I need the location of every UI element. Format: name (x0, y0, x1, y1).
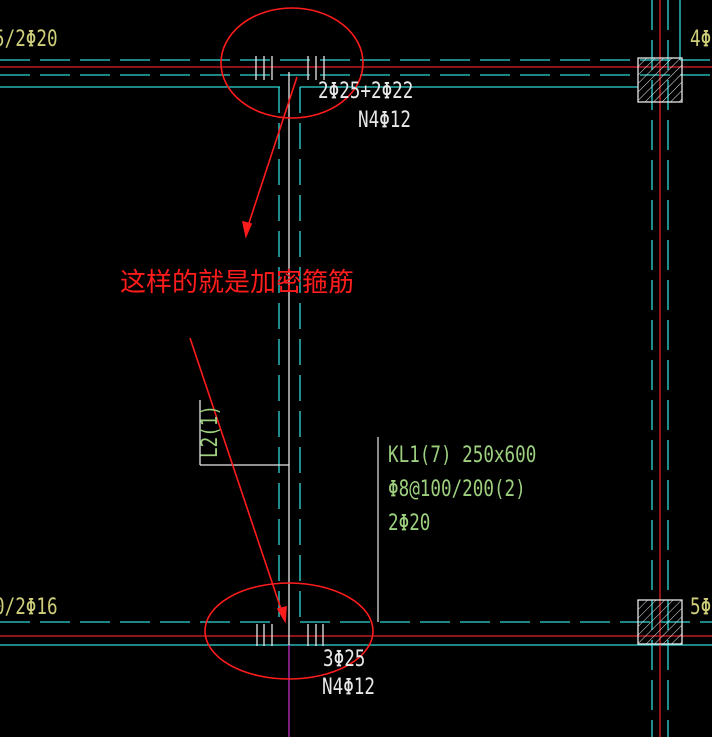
bottom-left-rebar-label: 0/2Φ16 (0, 595, 58, 620)
beam-l2-label: L2(1) (198, 405, 223, 458)
top-right-rebar-label: 4Φ (690, 27, 712, 52)
top-ellipse (220, 7, 364, 119)
top-beam-side-rebar: N4Φ12 (358, 108, 411, 133)
top-left-rebar-label: 5/2Φ20 (0, 27, 58, 52)
middle-vertical-beam (199, 72, 301, 737)
annotation-text: 这样的就是加密箍筋 (120, 268, 355, 298)
kl1-top-rebar-label: 2Φ20 (388, 511, 431, 536)
bottom-beam-side-rebar: N4Φ12 (322, 675, 375, 700)
column-bottom-right (637, 599, 683, 645)
annotation-marks (189, 7, 374, 680)
top-beam-main-rebar: 2Φ25+2Φ22 (318, 79, 414, 104)
stirrups-bottom (256, 624, 324, 646)
bottom-right-rebar-label: 5Φ (690, 595, 712, 620)
bottom-beam-main-rebar: 3Φ25 (323, 647, 366, 672)
bottom-ellipse (204, 582, 374, 680)
column-top-right (637, 57, 683, 103)
kl1-name-label: KL1(7) 250x600 (388, 443, 537, 468)
stirrups-top (255, 56, 325, 80)
kl1-stirrup-label: Φ8@100/200(2) (388, 477, 526, 502)
